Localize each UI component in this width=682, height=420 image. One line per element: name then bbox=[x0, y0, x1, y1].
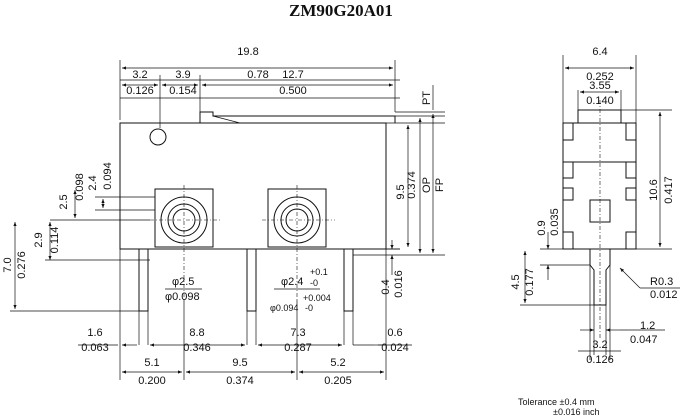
dim-w12-in: 0.047 bbox=[630, 334, 658, 346]
dim-w355-in: 0.140 bbox=[586, 95, 614, 107]
hole1-mm: φ2.5 bbox=[172, 276, 194, 288]
dim-h24-mm: 2.4 bbox=[87, 175, 99, 190]
dim-h106-in: 0.417 bbox=[663, 176, 675, 204]
dim-h45-mm: 4.5 bbox=[510, 274, 522, 289]
dim-c51-mm: 5.1 bbox=[144, 357, 159, 369]
dim-h25-mm: 2.5 bbox=[58, 194, 70, 209]
label-pt: PT bbox=[421, 91, 433, 105]
dim-b06-in: 0.024 bbox=[381, 342, 409, 354]
dim-b16-mm: 1.6 bbox=[87, 327, 102, 339]
dim-h70-in: 0.276 bbox=[16, 251, 28, 279]
dim-overall-in: 0.78 bbox=[247, 69, 268, 81]
dim-c95-in: 0.374 bbox=[226, 375, 254, 387]
dim-c95-mm: 9.5 bbox=[232, 357, 247, 369]
hole1-in: φ0.098 bbox=[165, 291, 200, 303]
label-fp: FP bbox=[434, 178, 446, 192]
dim-b16-in: 0.063 bbox=[81, 342, 109, 354]
front-view: 19.8 0.78 3.2 0.126 3.9 0.154 12.7 0.500… bbox=[2, 46, 446, 387]
dim-w355-mm: 3.55 bbox=[589, 80, 610, 92]
dim-overall-mm: 19.8 bbox=[237, 46, 258, 58]
dim-h04-in: 0.016 bbox=[393, 270, 405, 298]
dim-w12-mm: 1.2 bbox=[640, 320, 655, 332]
switch-body bbox=[119, 122, 387, 250]
dim-b88-mm: 8.8 bbox=[189, 327, 204, 339]
tolerance-line-1: Tolerance ±0.4 mm bbox=[518, 397, 595, 407]
dim-c52-mm: 5.2 bbox=[330, 357, 345, 369]
hole2-tol-mm: +0.1 bbox=[310, 267, 328, 277]
dim-h29-mm: 2.9 bbox=[33, 232, 45, 247]
side-view: 6.4 0.252 3.55 0.140 10.6 0.417 0.9 0.03… bbox=[510, 46, 680, 366]
dim-h95-mm: 9.5 bbox=[395, 184, 407, 199]
drawing-title: ZM90G20A01 bbox=[289, 1, 393, 20]
dim-seg3-in: 0.500 bbox=[279, 85, 307, 97]
label-op: OP bbox=[421, 177, 433, 193]
tolerance-note: Tolerance ±0.4 mm ±0.016 inch bbox=[518, 397, 668, 417]
dim-w64-mm: 6.4 bbox=[592, 46, 607, 58]
dim-seg2-mm: 3.9 bbox=[175, 69, 190, 81]
dim-h70-mm: 7.0 bbox=[2, 257, 14, 272]
dim-h09-mm: 0.9 bbox=[536, 220, 548, 235]
dim-c51-in: 0.200 bbox=[138, 375, 166, 387]
dim-h95-in: 0.374 bbox=[406, 171, 418, 199]
hole2-tol-mm2: -0 bbox=[310, 278, 318, 288]
tolerance-line-2: ±0.016 inch bbox=[553, 407, 600, 417]
dim-seg2-in: 0.154 bbox=[169, 85, 197, 97]
terminals bbox=[138, 248, 354, 312]
dim-w32-in: 0.126 bbox=[586, 354, 614, 366]
hole2-tol-in: +0.004 bbox=[303, 293, 331, 303]
dim-h24-in: 0.094 bbox=[102, 162, 114, 190]
dim-h45-in: 0.177 bbox=[524, 268, 536, 296]
small-hole bbox=[149, 128, 167, 146]
dim-r03-mm: R0.3 bbox=[650, 276, 673, 288]
dim-seg1-mm: 3.2 bbox=[132, 69, 147, 81]
hole2-mm: φ2.4 bbox=[281, 276, 303, 288]
dim-b73-mm: 7.3 bbox=[290, 327, 305, 339]
dim-h09-in: 0.035 bbox=[549, 208, 561, 236]
dim-b88-in: 0.346 bbox=[183, 342, 211, 354]
dim-b73-in: 0.287 bbox=[284, 342, 312, 354]
dim-c52-in: 0.205 bbox=[324, 375, 352, 387]
hole2-in: φ0.094 bbox=[270, 303, 298, 313]
dim-w64-in: 0.252 bbox=[586, 71, 614, 83]
dim-seg1-in: 0.126 bbox=[126, 85, 154, 97]
dim-w32-mm: 3.2 bbox=[592, 339, 607, 351]
dim-b06-mm: 0.6 bbox=[387, 327, 402, 339]
dim-h106-mm: 10.6 bbox=[648, 179, 660, 200]
dim-r03-in: 0.012 bbox=[650, 289, 678, 301]
actuator-lever bbox=[199, 111, 396, 123]
hole2-tol-in2: -0 bbox=[305, 303, 313, 313]
dim-h29-in: 0.114 bbox=[49, 227, 61, 254]
dim-seg3-mm: 12.7 bbox=[282, 69, 303, 81]
side-body bbox=[562, 122, 637, 250]
dim-h25-in: 0.098 bbox=[74, 173, 86, 201]
